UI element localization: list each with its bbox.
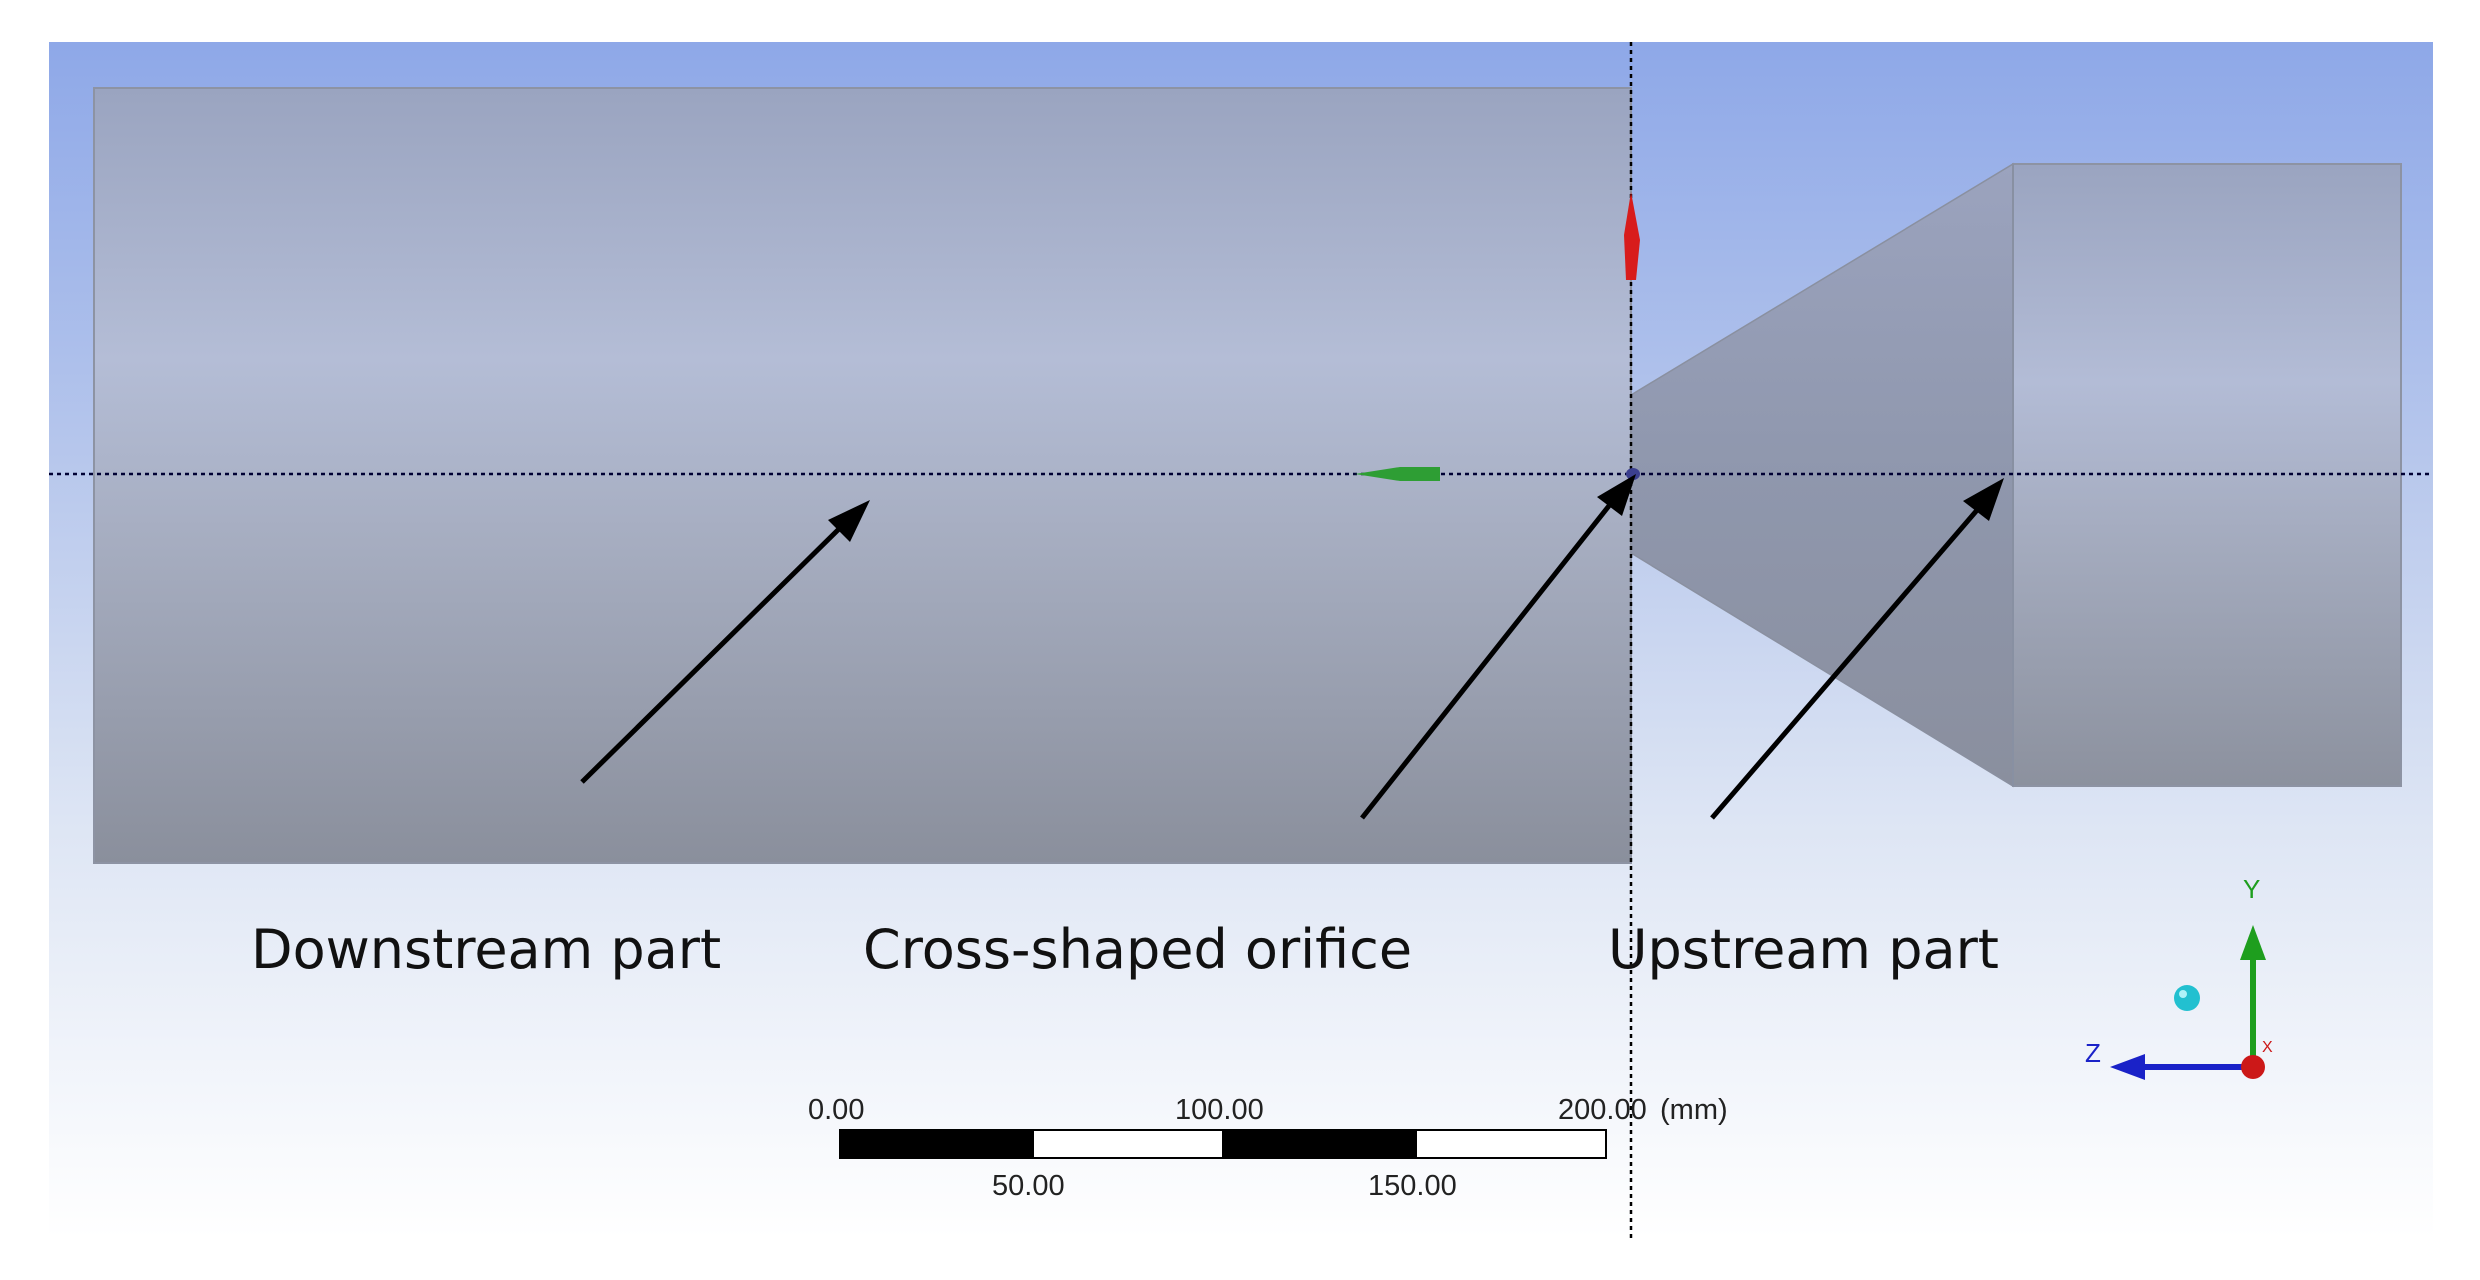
- triad-x-label: X: [2262, 1039, 2273, 1056]
- orifice-label: Cross-shaped orifice: [863, 918, 1413, 981]
- scale-tick-200: 200.00: [1558, 1094, 1647, 1126]
- axis-triad: [2110, 925, 2266, 1080]
- scale-tick-100: 100.00: [1175, 1094, 1264, 1126]
- triad-z-label: Z: [2085, 1038, 2101, 1068]
- downstream-label: Downstream part: [251, 918, 722, 981]
- scale-tick-0: 0.00: [808, 1094, 865, 1126]
- green-axis-marker: [1355, 467, 1440, 481]
- upstream-label: Upstream part: [1608, 918, 1999, 981]
- upstream-body: [2012, 163, 2402, 787]
- arrow-upstream: [1710, 478, 2004, 820]
- red-axis-marker: [1624, 192, 1640, 280]
- origin-point: [1626, 468, 1640, 480]
- scale-bar: [839, 1129, 1607, 1159]
- arrow-downstream: [580, 500, 870, 784]
- triad-y-label: Y: [2243, 874, 2261, 904]
- arrow-orifice: [1360, 474, 1636, 820]
- scale-unit: (mm): [1660, 1094, 1728, 1126]
- scale-tick-150: 150.00: [1368, 1170, 1457, 1202]
- scale-tick-50: 50.00: [992, 1170, 1065, 1202]
